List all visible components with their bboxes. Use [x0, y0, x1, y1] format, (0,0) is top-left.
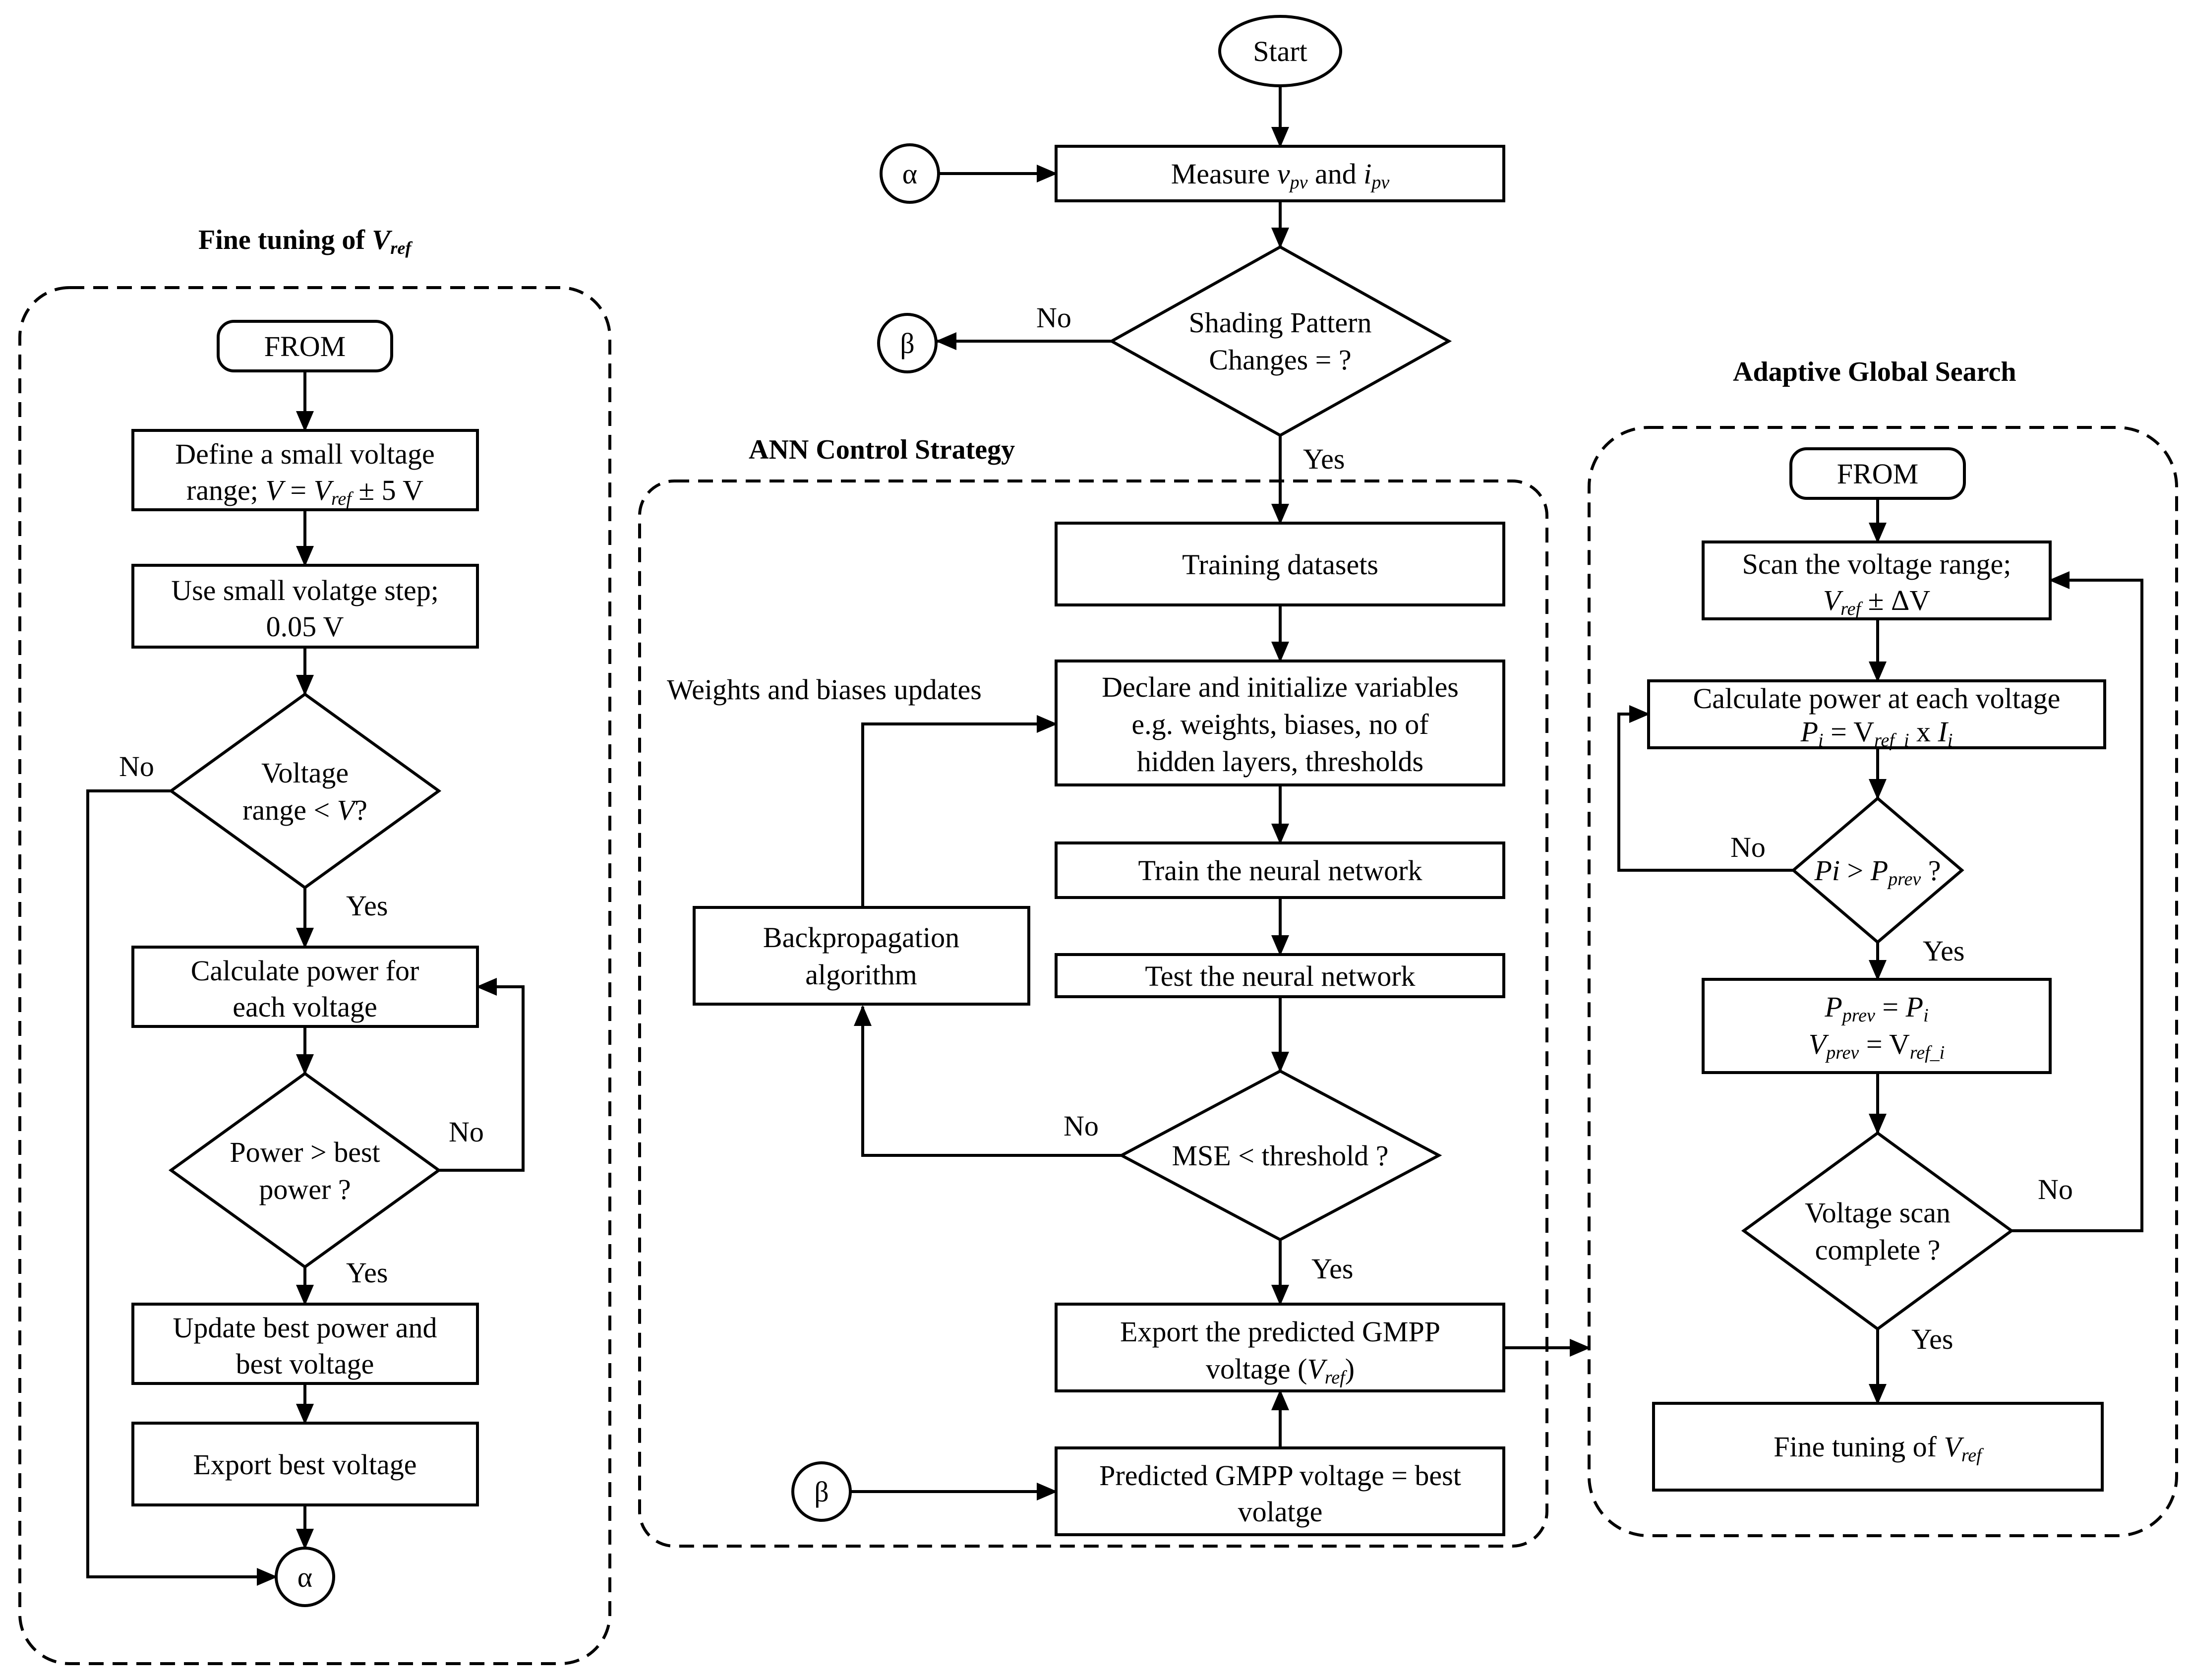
shading-decision	[1108, 245, 1452, 437]
power-label-1: Power > best	[230, 1136, 380, 1168]
train-box	[1055, 841, 1505, 899]
export-gmpp-box	[1055, 1303, 1505, 1392]
shading-no-label: No	[1036, 301, 1071, 334]
range-yes-label: Yes	[346, 890, 388, 922]
fine-from-label: FROM	[264, 330, 346, 362]
power-no-label: No	[449, 1116, 484, 1148]
arrow-complete-scan-loop	[2012, 571, 2143, 1232]
declare-label-2: e.g. weights, biases, no of	[1131, 708, 1429, 740]
scan-range-label-1: Scan the voltage range;	[1742, 548, 2012, 580]
arrow-power-calc-loop	[439, 978, 525, 1172]
declare-label-3: hidden layers, thresholds	[1137, 745, 1423, 778]
calc-each-label-1: Calculate power at each voltage	[1693, 682, 2061, 715]
ags-fine-tuning-box	[1652, 1402, 2104, 1492]
update-best-label-1: Update best power and	[173, 1312, 437, 1344]
predicted-label-2: volatge	[1238, 1496, 1323, 1528]
prev-update-label-2: Vprev = Vref_i	[1809, 1028, 1945, 1063]
calc-each-label-2: Pi = Vref_i x Ii	[1800, 716, 1953, 751]
ann-control-title: ANN Control Strategy	[749, 434, 1015, 465]
declare-label-1: Declare and initialize variables	[1102, 671, 1459, 703]
scan-complete-label-2: complete ?	[1815, 1234, 1941, 1266]
voltage-step-box	[131, 564, 479, 649]
voltage-step-label-2: 0.05 V	[266, 610, 344, 643]
training-box	[1055, 522, 1505, 606]
compare-label: Pi > Pprev ?	[1814, 854, 1941, 890]
power-label-2: power ?	[259, 1173, 351, 1205]
scan-complete-label-1: Voltage scan	[1805, 1197, 1951, 1229]
range-no-label: No	[119, 750, 154, 782]
scan-range-label-2: Vref ± ΔV	[1823, 584, 1930, 619]
test-label: Test the neural network	[1145, 960, 1415, 992]
compare-yes-label: Yes	[1923, 935, 1964, 967]
shading-label-1: Shading Pattern	[1189, 306, 1372, 339]
power-decision	[168, 1072, 442, 1269]
arrow-mse-backprop	[854, 1005, 1122, 1157]
fine-tuning-title: Fine tuning of Vref	[198, 225, 413, 258]
export-gmpp-label-2: voltage (Vref)	[1206, 1353, 1355, 1388]
calc-power-label-2: each voltage	[233, 991, 377, 1023]
ann-control-group	[638, 480, 1548, 1548]
backprop-box	[693, 906, 1030, 1006]
arrow-backprop-declare	[861, 715, 1058, 907]
export-best-box	[131, 1422, 479, 1506]
export-best-label: Export best voltage	[193, 1448, 416, 1481]
connector-beta-bottom-label: β	[814, 1476, 829, 1508]
scan-complete-decision	[1741, 1131, 2014, 1331]
complete-no-label: No	[2038, 1173, 2073, 1205]
scan-range-box	[1702, 540, 2052, 620]
prev-update-label-1: Pprev = Pi	[1824, 991, 1928, 1026]
arrow-compare-calc-loop	[1617, 705, 1793, 872]
connector-alpha-bottom	[275, 1547, 335, 1607]
measure-label: Measure vpv and ipv	[1171, 158, 1390, 193]
fine-tuning-group	[18, 286, 611, 1665]
range-label-1: Voltage	[261, 757, 349, 789]
define-range-label-2: range; V = Vref ± 5 V	[186, 474, 423, 509]
training-label: Training datasets	[1182, 548, 1378, 581]
calc-each-box	[1647, 679, 2106, 749]
train-label: Train the neural network	[1138, 854, 1422, 887]
define-range-box	[131, 429, 479, 511]
predicted-box	[1055, 1446, 1505, 1536]
define-range-label-1: Define a small voltage	[175, 438, 434, 470]
predicted-label-1: Predicted GMPP voltage = best	[1099, 1459, 1461, 1492]
calc-power-label-1: Calculate power for	[191, 955, 419, 987]
connector-alpha-bottom-label: α	[297, 1561, 312, 1593]
range-label-2: range < V?	[242, 794, 367, 826]
backprop-label-2: algorithm	[805, 959, 917, 991]
compare-no-label: No	[1730, 831, 1766, 863]
voltage-step-label-1: Use small volatge step;	[171, 574, 439, 606]
complete-yes-label: Yes	[1911, 1323, 1953, 1355]
mse-no-label: No	[1064, 1110, 1099, 1142]
test-box	[1055, 953, 1505, 998]
calc-power-box	[131, 946, 479, 1028]
backprop-label-1: Backpropagation	[763, 921, 959, 954]
connector-alpha-top-label: α	[902, 158, 917, 190]
connector-beta-top	[877, 313, 938, 373]
arrow-range-alpha	[86, 789, 278, 1586]
mse-label: MSE < threshold ?	[1172, 1140, 1388, 1172]
declare-box	[1055, 660, 1505, 786]
adaptive-global-search-group	[1588, 426, 2178, 1537]
connector-beta-top-label: β	[900, 327, 915, 360]
ags-from-label: FROM	[1837, 458, 1918, 490]
shading-yes-label: Yes	[1303, 443, 1345, 475]
update-best-box	[131, 1303, 479, 1385]
ags-fine-tuning-label: Fine tuning of Vref	[1774, 1431, 1984, 1466]
power-yes-label: Yes	[346, 1257, 388, 1289]
shading-label-2: Changes = ?	[1209, 344, 1351, 376]
export-gmpp-label-1: Export the predicted GMPP	[1120, 1316, 1440, 1348]
adaptive-global-search-title: Adaptive Global Search	[1733, 357, 2016, 387]
mse-yes-label: Yes	[1311, 1253, 1353, 1285]
range-decision	[168, 692, 442, 890]
start-label: Start	[1253, 35, 1307, 67]
weights-updates-label: Weights and biases updates	[667, 673, 982, 706]
update-best-label-2: best voltage	[236, 1348, 374, 1380]
